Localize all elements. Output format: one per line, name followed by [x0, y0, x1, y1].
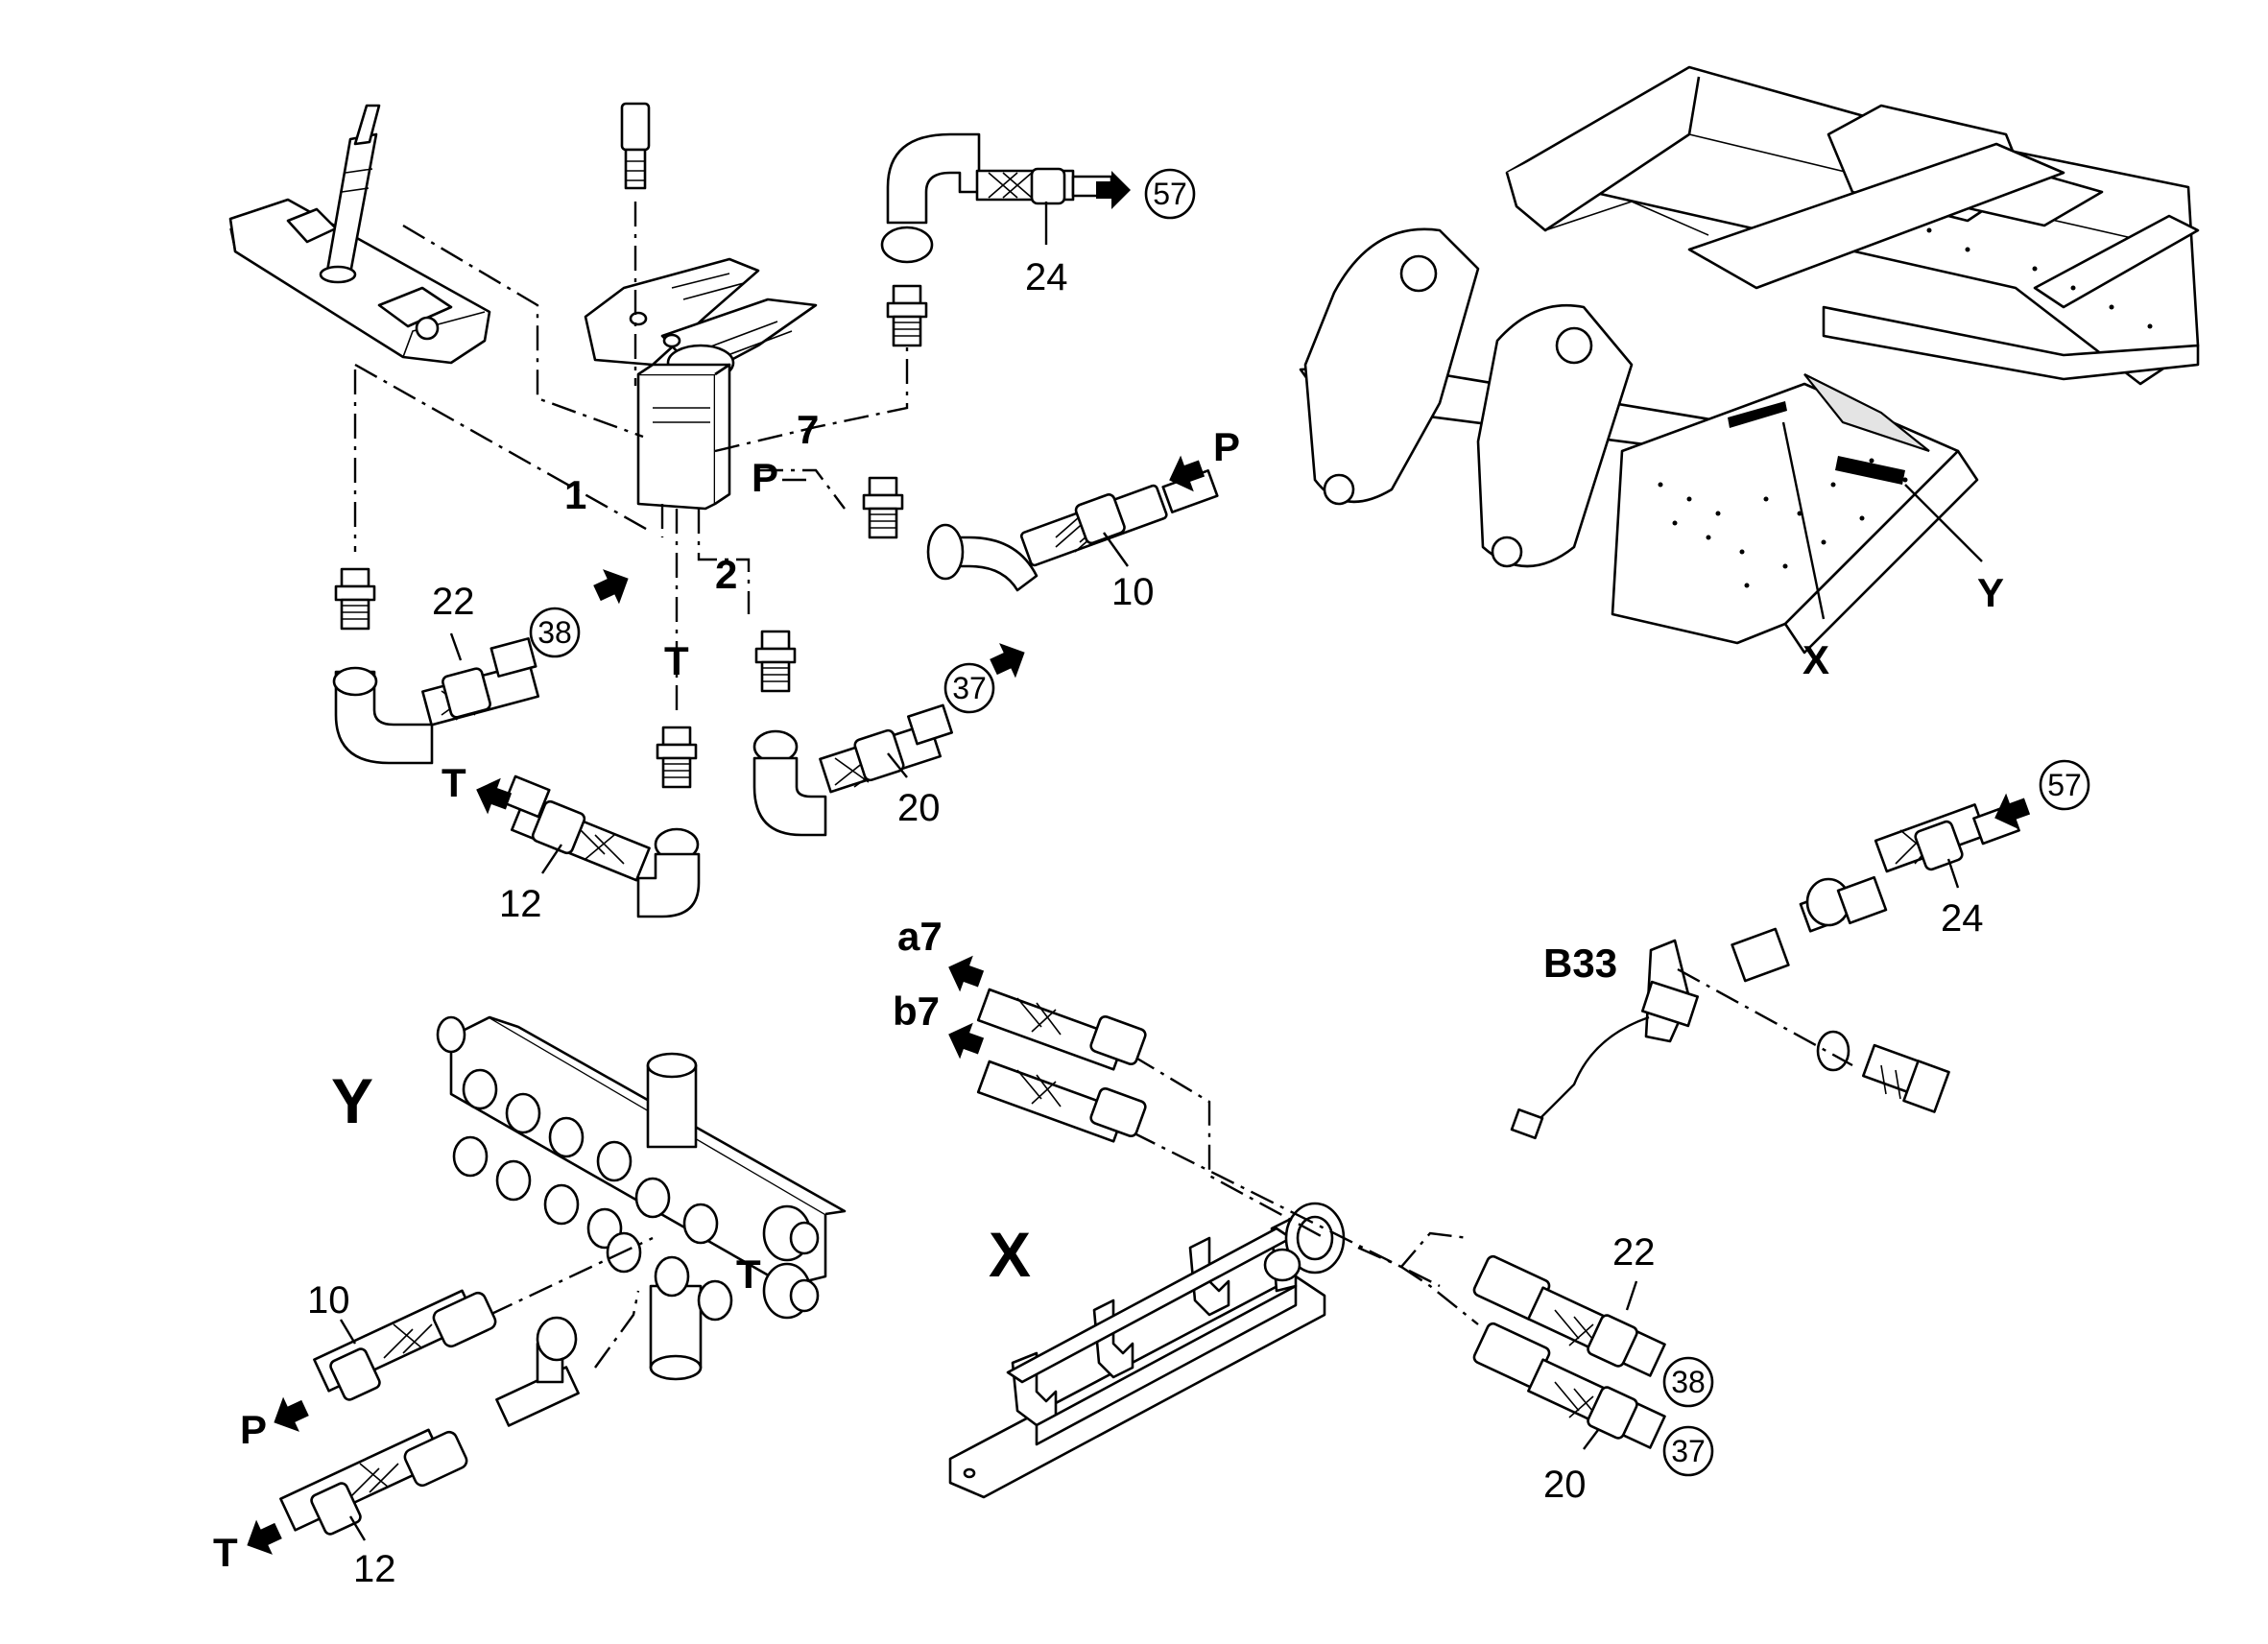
callout-20-top: 20: [897, 787, 941, 829]
hose-10-top: [862, 468, 1219, 592]
ref-37-x: 37: [1671, 1434, 1706, 1468]
label-b7: b7: [893, 989, 940, 1034]
port-T-y: T: [213, 1530, 238, 1575]
view-label-X-detail: X: [989, 1219, 1031, 1290]
pressure-sensor-b33: [1510, 875, 1950, 1140]
pedal-base-assembly: [228, 104, 491, 365]
hose-22-top: [332, 567, 540, 765]
callout-10-top: 10: [1111, 571, 1155, 613]
ref-circle-38-x: [1662, 1356, 1714, 1408]
hose-10-y: [313, 1289, 497, 1401]
ref-38-top: 38: [537, 615, 572, 650]
ref-37-top: 37: [952, 671, 987, 705]
callout-12-top: 12: [499, 883, 542, 925]
machine-frame: [1299, 65, 2200, 655]
hose-20-top: [752, 630, 954, 837]
assembly-dash-lines: [353, 202, 909, 715]
hose-22-x: [1472, 1254, 1666, 1377]
callout-2: 2: [715, 552, 737, 597]
ref-circle-37-x: [1662, 1425, 1714, 1477]
callout-22-x: 22: [1612, 1231, 1656, 1274]
port-P-valve: P: [752, 455, 778, 500]
hose-20-x: [1472, 1322, 1666, 1449]
port-P-y: P: [240, 1407, 267, 1452]
hose-24-top: [880, 132, 1113, 347]
manifold-y: [436, 1015, 847, 1381]
port-T-arrow-top: T: [442, 760, 466, 805]
hose-12-y: [279, 1316, 580, 1536]
view-label-X-frame: X: [1802, 637, 1829, 682]
ref-circle-57-right: [2039, 759, 2090, 811]
port-P-arrow-top: P: [1213, 424, 1240, 469]
hose-b7: [976, 1060, 1147, 1143]
ref-57-right: 57: [2047, 768, 2082, 802]
label-B33: B33: [1543, 941, 1617, 986]
view-label-Y-detail: Y: [331, 1065, 373, 1136]
callout-1: 1: [564, 472, 586, 517]
port-T-valve: T: [664, 638, 689, 683]
callout-10-y: 10: [307, 1279, 350, 1322]
hose-12-top: [503, 726, 701, 918]
callout-24-right: 24: [1941, 897, 1984, 940]
callout-24-top: 24: [1025, 256, 1068, 298]
hose-a7: [976, 988, 1147, 1071]
callout-7: 7: [797, 407, 819, 452]
ref-57-top: 57: [1153, 177, 1187, 211]
pilot-valve-body: [584, 102, 818, 511]
callout-20-x: 20: [1543, 1464, 1587, 1506]
view-label-Y-frame: Y: [1977, 570, 2004, 615]
callout-12-y: 12: [353, 1548, 396, 1590]
ref-circle-57-top: [1144, 168, 1196, 220]
ref-circle-38-top: [529, 607, 581, 658]
label-a7: a7: [897, 914, 943, 959]
ref-circle-37-top: [943, 662, 995, 714]
ref-38-x: 38: [1671, 1365, 1706, 1399]
callout-22-top: 22: [432, 581, 475, 623]
port-T-manifold: T: [736, 1251, 761, 1297]
